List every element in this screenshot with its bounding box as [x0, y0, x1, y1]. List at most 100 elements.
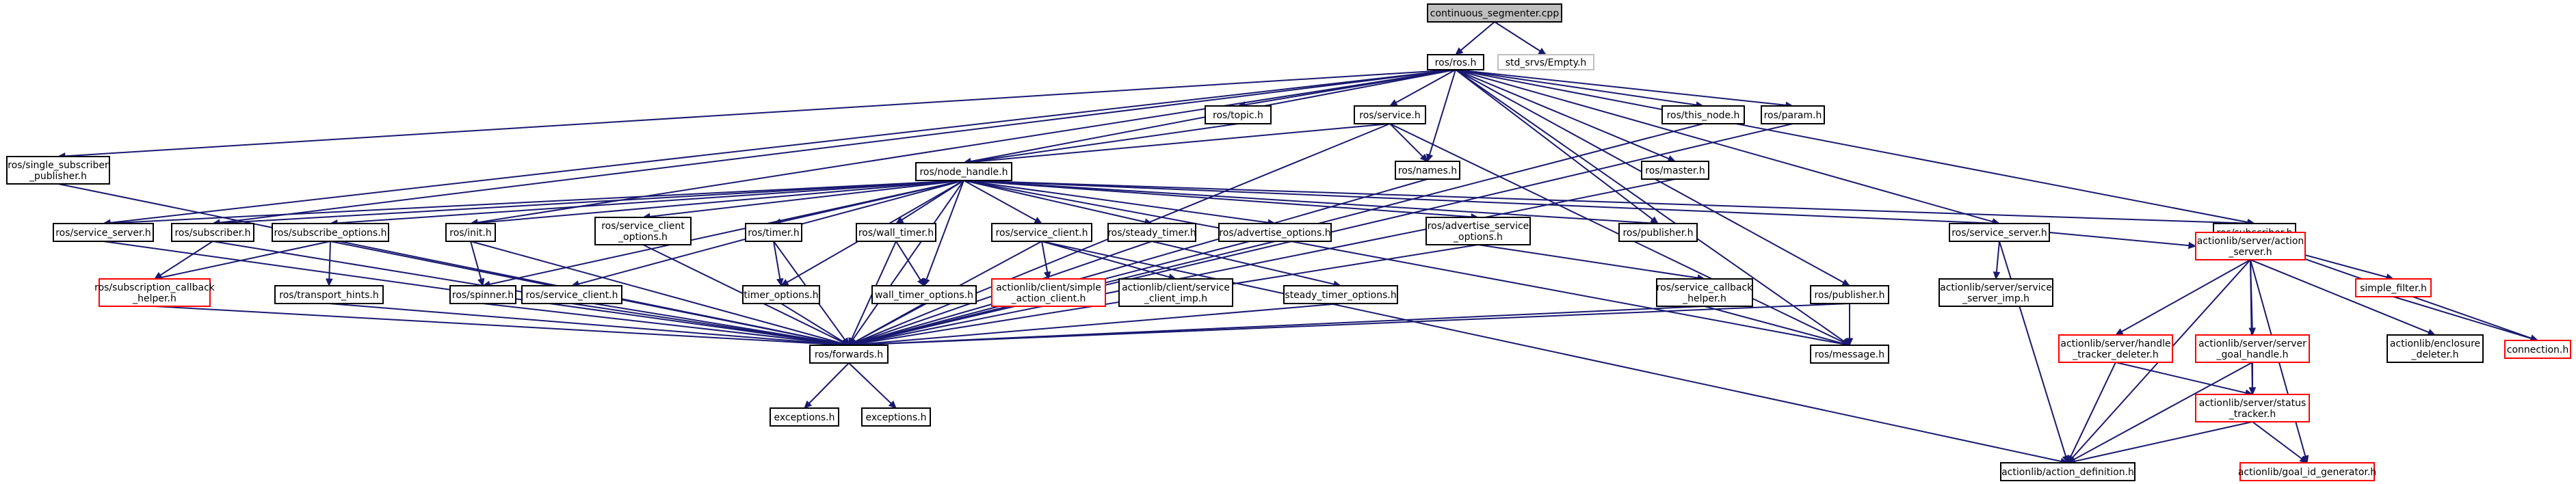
- edge-line: [925, 180, 964, 280]
- node-ros-service-client-h-top[interactable]: ros/service_client.h: [991, 223, 1092, 242]
- node-label: exceptions.h: [774, 412, 834, 423]
- edge-ros_service_server_h_r-to-actionlib_server_action_server_h: [2049, 232, 2197, 250]
- node-ros-service-client-h-mid[interactable]: ros/service_client.h: [521, 285, 622, 304]
- edge-line: [2252, 421, 2302, 459]
- node-exceptions-h-2[interactable]: exceptions.h: [861, 407, 931, 427]
- node-ros-single-subscriber-publisher-h[interactable]: ros/single_subscriber_publisher.h: [6, 156, 110, 185]
- node-ros-ros-h[interactable]: ros/ros.h: [1427, 54, 1484, 70]
- edge-line: [470, 241, 843, 345]
- node-label: ros/param.h: [1764, 110, 1822, 121]
- edge-line: [2074, 421, 2253, 462]
- node-ros-master-h[interactable]: ros/master.h: [1641, 161, 1709, 180]
- edge-line: [1477, 244, 1698, 279]
- edge-ros_forwards_h-to-exceptions_h_2: [848, 362, 897, 409]
- node-box: [1107, 223, 1196, 242]
- node-label: actionlib/client/simple: [996, 282, 1101, 293]
- node-ros-steady-timer-h[interactable]: ros/steady_timer.h: [1107, 223, 1196, 242]
- edge-line: [1460, 21, 1495, 51]
- edge-actionlib_server_server_goal_handle_h-to-actionlib_server_status_tracker_h: [2248, 362, 2257, 396]
- node-box: [1118, 278, 1233, 307]
- node-box: [1810, 345, 1889, 364]
- node-simple-filter-h[interactable]: simple_filter.h: [2355, 278, 2432, 297]
- node-box: [53, 223, 154, 242]
- edge-line: [780, 303, 844, 342]
- node-label: ros/forwards.h: [815, 349, 883, 360]
- node-label: ros/service_client.h: [996, 228, 1088, 239]
- edge-line: [649, 180, 964, 217]
- node-exceptions-h-1[interactable]: exceptions.h: [770, 407, 839, 427]
- node-actionlib-server-status-tracker-h[interactable]: actionlib/server/status_tracker.h: [2195, 394, 2310, 422]
- node-box: [272, 223, 389, 242]
- node-ros-node-handle-h[interactable]: ros/node_handle.h: [915, 162, 1012, 181]
- node-ros-subscriber-h-l[interactable]: ros/subscriber.h: [171, 223, 254, 242]
- node-actionlib-server-server-goal-handle-h[interactable]: actionlib/server/server_goal_handle.h: [2195, 334, 2310, 363]
- node-ros-topic-h[interactable]: ros/topic.h: [1205, 105, 1272, 124]
- node-ros-subscription-callback-helper-h[interactable]: ros/subscription_callback_helper.h: [94, 278, 215, 307]
- node-ros-this-node-h[interactable]: ros/this_node.h: [1661, 105, 1745, 124]
- node-actionlib-server-service-server-imp-h[interactable]: actionlib/server/service_server_imp.h: [1938, 278, 2053, 307]
- node-actionlib-client-service-client-imp-h[interactable]: actionlib/client/service_client_imp.h: [1118, 278, 1233, 307]
- node-ros-service-server-h-l[interactable]: ros/service_server.h: [53, 223, 154, 242]
- node-actionlib-client-simple-action-client-h[interactable]: actionlib/client/simple_action_client.h: [991, 278, 1106, 307]
- node-ros-spinner-h[interactable]: ros/spinner.h: [449, 285, 516, 304]
- node-ros-forwards-h[interactable]: ros/forwards.h: [809, 345, 889, 364]
- node-label: actionlib/goal_id_generator.h: [2238, 467, 2376, 478]
- arrowhead-icon: [2114, 328, 2124, 336]
- node-label: ros/message.h: [1815, 349, 1884, 360]
- edge-line: [2070, 362, 2116, 457]
- node-steady-timer-options-h[interactable]: steady_timer_options.h: [1283, 285, 1398, 304]
- node-ros-service-client-options-h[interactable]: ros/service_client_options.h: [594, 217, 692, 245]
- node-ros-publisher-h-mid[interactable]: ros/publisher.h: [1810, 285, 1889, 304]
- node-actionlib-action-definition-h[interactable]: actionlib/action_definition.h: [2000, 462, 2135, 481]
- edge-ros_ros_h-to-ros_this_node_h: [1455, 69, 1705, 109]
- node-ros-advertise-service-options-h[interactable]: ros/advertise_service_options.h: [1425, 217, 1531, 245]
- node-box: [1618, 223, 1698, 242]
- node-box: [1761, 105, 1825, 124]
- arrowhead-icon: [804, 400, 813, 409]
- node-label: actionlib/action_definition.h: [2001, 467, 2134, 478]
- node-ros-param-h[interactable]: ros/param.h: [1761, 105, 1825, 124]
- node-actionlib-server-action-server-h[interactable]: actionlib/server/action_server.h: [2195, 232, 2306, 260]
- node-wall-timer-options-h[interactable]: wall_timer_options.h: [871, 285, 977, 304]
- node-ros-advertise-options-h[interactable]: ros/advertise_options.h: [1218, 223, 1332, 242]
- node-std-srvs-empty-h[interactable]: std_srvs/Empty.h: [1497, 54, 1594, 70]
- node-ros-wall-timer-h[interactable]: ros/wall_timer.h: [856, 223, 936, 242]
- node-box: [2000, 462, 2135, 481]
- node-box: [1218, 223, 1332, 242]
- node-timer-options-h[interactable]: timer_options.h: [742, 285, 820, 304]
- edge-ros_node_handle_h-to-ros_init_h: [469, 180, 964, 227]
- edge-line: [161, 241, 331, 278]
- node-actionlib-enclosure-deleter-h[interactable]: actionlib/enclosure_deleter.h: [2387, 334, 2484, 363]
- arrowhead-icon: [917, 278, 925, 287]
- node-label: _options.h: [1453, 232, 1503, 243]
- edge-ros_service_h-to-ros_node_handle_h: [962, 123, 1391, 166]
- node-actionlib-server-handle-tracker-deleter-h[interactable]: actionlib/server/handle_tracker_deleter.…: [2058, 334, 2173, 363]
- arrowhead-icon: [477, 278, 485, 287]
- arrowhead-icon: [1538, 47, 1547, 55]
- node-label: ros/transport_hints.h: [279, 290, 378, 301]
- node-label: _tracker_deleter.h: [2072, 349, 2158, 360]
- node-connection-h[interactable]: connection.h: [2504, 340, 2571, 359]
- node-ros-transport-hints-h[interactable]: ros/transport_hints.h: [274, 285, 384, 304]
- node-box: [770, 407, 839, 427]
- node-box: [2239, 462, 2375, 481]
- node-label: ros/subscribe_options.h: [274, 228, 386, 239]
- node-ros-service-h[interactable]: ros/service.h: [1354, 105, 1426, 124]
- edge-line: [2115, 362, 2246, 394]
- node-actionlib-goal-id-generator-h[interactable]: actionlib/goal_id_generator.h: [2238, 462, 2376, 481]
- node-ros-publisher-h-top[interactable]: ros/publisher.h: [1618, 223, 1698, 242]
- node-ros-subscribe-options-h[interactable]: ros/subscribe_options.h: [272, 223, 389, 242]
- arrowhead-icon: [2248, 327, 2256, 336]
- edge-line: [337, 180, 964, 224]
- node-ros-service-server-h-r[interactable]: ros/service_server.h: [1949, 223, 2050, 242]
- edge-line: [1455, 69, 2248, 224]
- node-ros-service-callback-helper-h[interactable]: ros/service_callback_helper.h: [1656, 278, 1753, 307]
- node-ros-names-h[interactable]: ros/names.h: [1395, 161, 1460, 180]
- node-ros-message-h[interactable]: ros/message.h: [1810, 345, 1889, 364]
- edge-line: [470, 241, 482, 280]
- edge-line: [1999, 241, 2067, 457]
- node-ros-init-h[interactable]: ros/init.h: [445, 223, 496, 242]
- node-ros-timer-h[interactable]: ros/timer.h: [745, 223, 802, 242]
- node-box: [745, 223, 802, 242]
